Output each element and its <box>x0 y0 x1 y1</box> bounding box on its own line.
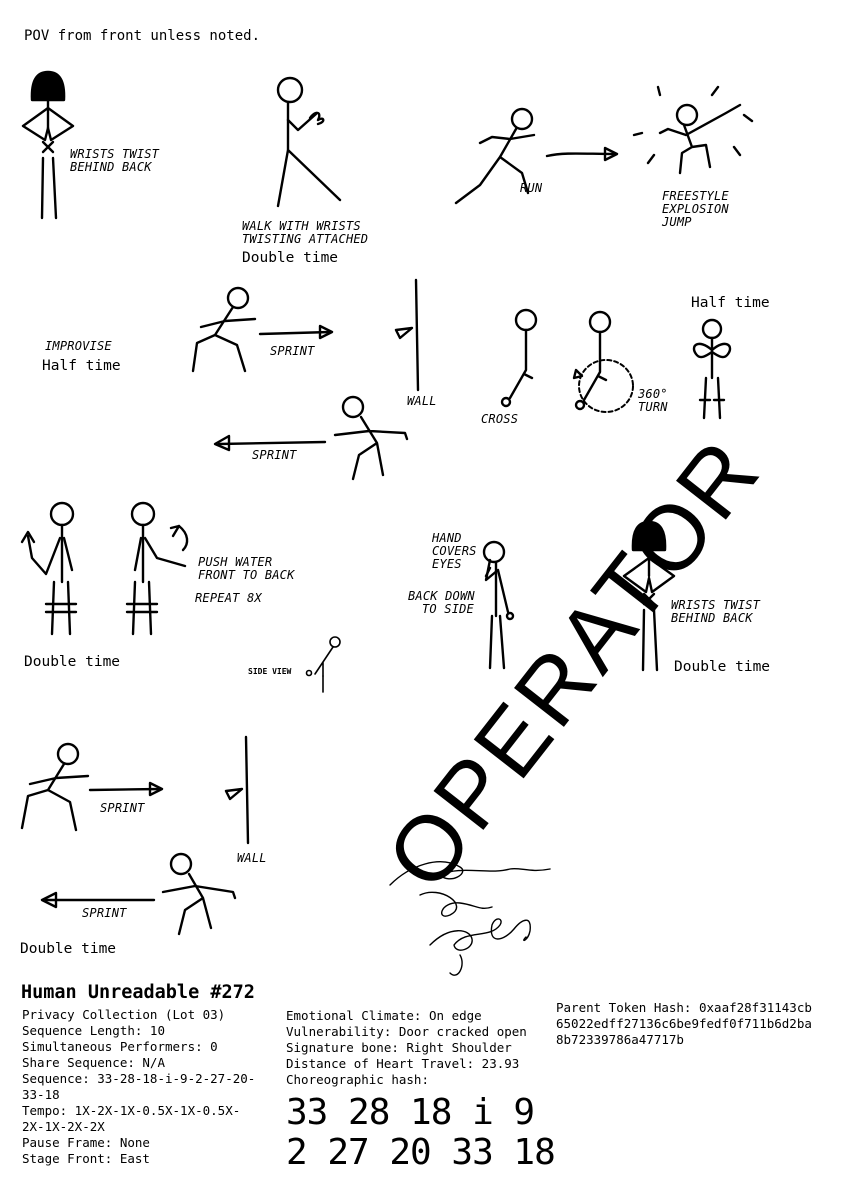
meta-line: Privacy Collection (Lot 03) <box>22 1007 226 1022</box>
tempo-row4: Double time <box>20 941 117 957</box>
wall-line <box>394 278 420 392</box>
label-sprint-2: SPRINT <box>252 448 297 462</box>
mid-meta-block: Emotional Climate: On edge Vulnerability… <box>286 1008 527 1088</box>
label-sprint-3: SPRINT <box>100 801 145 815</box>
arrow-right-icon <box>88 781 164 797</box>
stick-figure-side-view <box>305 636 341 693</box>
label-cross: CROSS <box>481 412 519 426</box>
tempo-walk: Double time <box>242 250 339 266</box>
arrow-right-icon <box>545 146 619 162</box>
meta-line: Simultaneous Performers: 0 <box>22 1039 218 1054</box>
parent-hash-block: Parent Token Hash: 0xaaf28f31143cb 65022… <box>556 1000 812 1048</box>
token-title: Human Unreadable #272 <box>21 982 255 1003</box>
meta-line: 8b72339786a47717b <box>556 1032 684 1047</box>
stick-figure-sprint-2 <box>333 395 409 481</box>
meta-line: Pause Frame: None <box>22 1135 150 1150</box>
stick-figure-walk <box>276 76 342 208</box>
meta-line: Share Sequence: N/A <box>22 1055 165 1070</box>
wall-line <box>224 735 250 845</box>
choreographic-hash-line-2: 2 27 20 33 18 <box>286 1132 556 1173</box>
stick-figure-run <box>454 107 536 205</box>
meta-line: Tempo: 1X-2X-1X-0.5X-1X-0.5X- <box>22 1103 241 1118</box>
tempo-row3-left: Double time <box>24 654 121 670</box>
stick-figure-jump <box>632 85 754 175</box>
signature-scribble <box>389 861 551 976</box>
meta-line: Signature bone: Right Shoulder <box>286 1040 512 1055</box>
tempo-half-right: Half time <box>691 295 770 311</box>
top-note: POV from front unless noted. <box>24 28 261 44</box>
stick-figure-wrists-twist <box>622 520 676 672</box>
stick-figure-push-water-1 <box>20 501 78 636</box>
stick-figure-sprint-4 <box>161 852 237 936</box>
label-run: RUN <box>520 181 543 195</box>
label-sprint-1: SPRINT <box>270 344 315 358</box>
label-improvise: IMPROVISE <box>45 339 112 353</box>
meta-line: 2X-1X-2X-2X <box>22 1119 105 1134</box>
left-meta-block: Privacy Collection (Lot 03) Sequence Len… <box>22 1007 255 1167</box>
meta-line: Stage Front: East <box>22 1151 150 1166</box>
choreographic-hash-line-1: 33 28 18 i 9 <box>286 1092 535 1133</box>
stick-figure-cover-eyes <box>482 540 515 670</box>
meta-line: 65022edff27136c6be9fedf0f711b6d2ba <box>556 1016 812 1031</box>
arrow-left-icon <box>213 434 327 452</box>
meta-line: Distance of Heart Travel: 23.93 <box>286 1056 520 1071</box>
label-wall-2: WALL <box>237 851 267 865</box>
tempo-half-left: Half time <box>42 358 121 374</box>
stick-figure-push-water-2 <box>125 501 189 636</box>
meta-line: Sequence Length: 10 <box>22 1023 165 1038</box>
arrow-right-icon <box>258 324 334 340</box>
label-wall-1: WALL <box>407 394 437 408</box>
meta-line: Parent Token Hash: 0xaaf28f31143cb <box>556 1000 812 1015</box>
label-repeat: REPEAT 8X <box>195 591 262 605</box>
stick-figure-sprint-1 <box>191 286 257 373</box>
stick-figure-cross <box>500 308 538 408</box>
meta-line: Choreographic hash: <box>286 1072 429 1087</box>
stick-figure-turn <box>572 310 634 413</box>
label-sprint-4: SPRINT <box>82 906 127 920</box>
stick-figure-sprint-3 <box>20 742 90 832</box>
meta-line: Emotional Climate: On edge <box>286 1008 482 1023</box>
stick-figure-half-time <box>692 318 732 420</box>
label-turn: 360°TURN <box>638 387 668 414</box>
meta-line: 33-18 <box>22 1087 60 1102</box>
meta-line: Sequence: 33-28-18-i-9-2-27-20- <box>22 1071 256 1086</box>
label-side-view: SIDE VIEW <box>248 667 292 676</box>
tempo-row3-right: Double time <box>674 659 771 675</box>
stick-figure-wrists-twist <box>21 70 75 220</box>
meta-line: Vulnerability: Door cracked open <box>286 1024 527 1039</box>
arrow-left-icon <box>40 891 156 909</box>
